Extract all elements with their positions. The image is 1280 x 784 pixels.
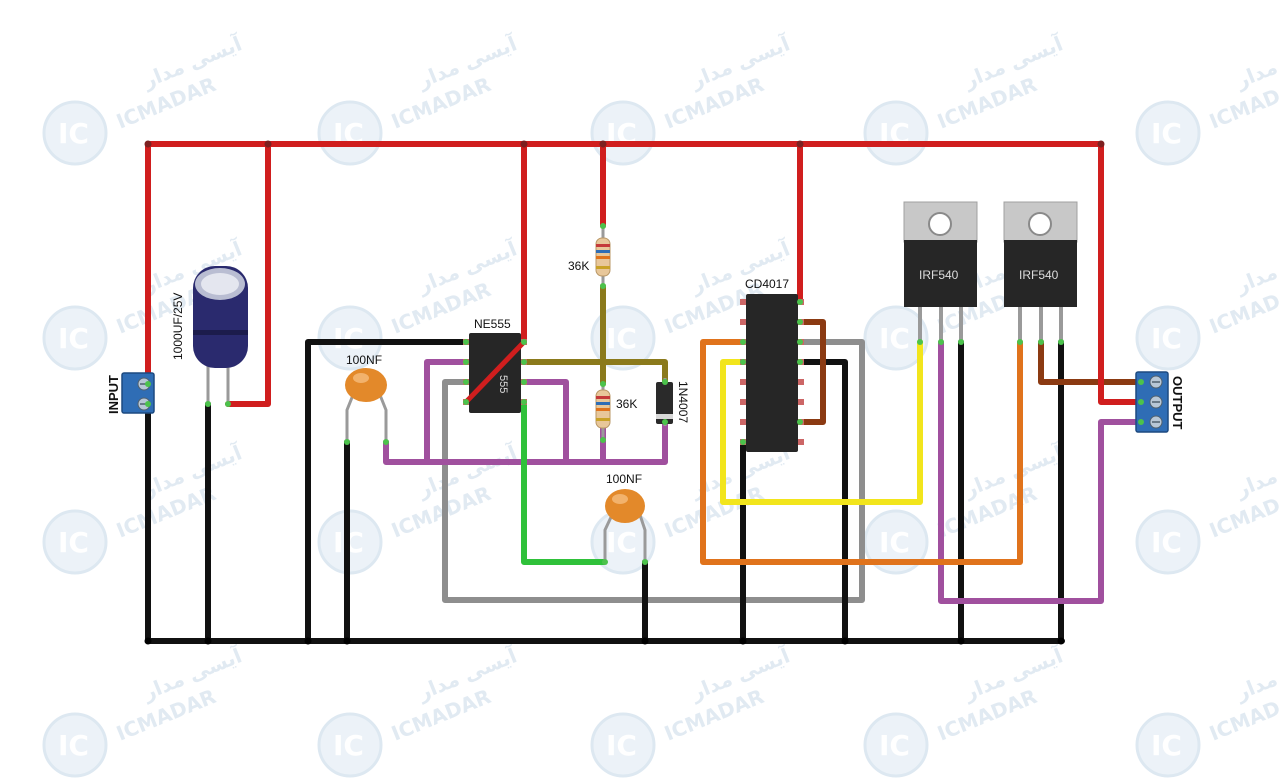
watermark-tile: IC ICMADAR آیسی مدار (42, 642, 246, 778)
watermark-tile: IC ICMADAR آیسی مدار (317, 642, 521, 778)
mosfet-1-label: IRF540 (919, 268, 959, 282)
output-label: OUTPUT (1170, 376, 1185, 430)
watermark-logo: IC (606, 729, 637, 762)
watermark-logo: IC (879, 526, 910, 559)
ground-junction-dots (144, 637, 1065, 645)
wire-purple-trigger (521, 379, 569, 465)
input-label: INPUT (106, 375, 121, 414)
wire-olive-discharge (521, 359, 668, 385)
mosfet-1: IRF540 (903, 201, 978, 342)
watermark-logo: IC (1151, 729, 1182, 762)
watermark-logo: IC (1151, 526, 1182, 559)
resistor-top-label: 36K (568, 259, 589, 273)
watermark-tile: IC ICMADAR آیسی مدار (863, 642, 1067, 778)
wire-gray-ne555-loop (442, 339, 865, 603)
electrolytic-capacitor: 1000UF/25V (171, 266, 248, 404)
wire-ground-ne555 (305, 339, 469, 644)
resistor-bottom: 36K (595, 384, 637, 440)
watermark-logo: IC (333, 729, 364, 762)
resistor-bottom-label: 36K (616, 397, 637, 411)
wire-purple-timing (424, 359, 469, 465)
cd4017-label: CD4017 (745, 277, 789, 291)
watermark-tile: IC ICMADAR آیسی مدار (1135, 30, 1280, 166)
watermark-logo: IC (606, 322, 637, 355)
ceramic-capacitor-1: 100NF (345, 353, 388, 442)
ceramic-cap-2-label: 100NF (606, 472, 642, 486)
watermark-tile: IC ICMADAR آیسی مدار (590, 642, 794, 778)
watermark-logo: IC (879, 729, 910, 762)
watermark-logo: IC (1151, 117, 1182, 150)
resistor-top: 36K (568, 226, 611, 286)
watermark-logo: IC (58, 117, 89, 150)
ceramic-cap-1-label: 100NF (346, 353, 382, 367)
ne555-label: NE555 (474, 317, 511, 331)
watermark-tile: IC ICMADAR آیسی مدار (1135, 439, 1280, 575)
watermark-tile: IC ICMADAR آیسی مدار (1135, 235, 1280, 371)
watermark-tile: IC ICMADAR آیسی مدار (1135, 642, 1280, 778)
wire-ground-cd4017-2 (797, 359, 848, 644)
wire-orange-gate-2 (700, 339, 1023, 565)
wire-vcc-cap (225, 141, 271, 407)
wire-green-control (521, 399, 607, 565)
wire-vcc-ne555-jumper (463, 339, 527, 405)
cd4017-counter-ic: CD4017 (740, 277, 804, 452)
watermark-logo: IC (58, 526, 89, 559)
diode-label: 1N4007 (676, 381, 690, 423)
watermark-logo: IC (879, 322, 910, 355)
wire-yellow-gate-1 (720, 339, 923, 505)
wire-purple-output (938, 339, 1144, 604)
ceramic-capacitor-2: 100NF (603, 472, 647, 562)
electrolytic-cap-label: 1000UF/25V (171, 293, 185, 360)
watermark-logo: IC (58, 322, 89, 355)
ne555-marking: 555 (497, 375, 509, 393)
wire-brown-cd4017-reset (797, 319, 826, 425)
watermark-logo: IC (1151, 322, 1182, 355)
watermark-logo: IC (58, 729, 89, 762)
watermark-logo: IC (606, 526, 637, 559)
watermark-tile: IC ICMADAR آیسی مدار (863, 439, 1067, 575)
mosfet-2-label: IRF540 (1019, 268, 1059, 282)
wire-brown-drain-out (1038, 339, 1144, 385)
pin-endpoints (145, 223, 1144, 565)
input-terminal-block: INPUT (106, 372, 155, 414)
watermark-logo: IC (333, 322, 364, 355)
junction-dots (144, 140, 1105, 148)
mosfet-2: IRF540 (1003, 201, 1078, 342)
diode-1n4007: 1N4007 (656, 378, 690, 426)
ne555-timer-ic: 555 NE555 (463, 317, 527, 413)
output-terminal-block: OUTPUT (1135, 371, 1185, 433)
